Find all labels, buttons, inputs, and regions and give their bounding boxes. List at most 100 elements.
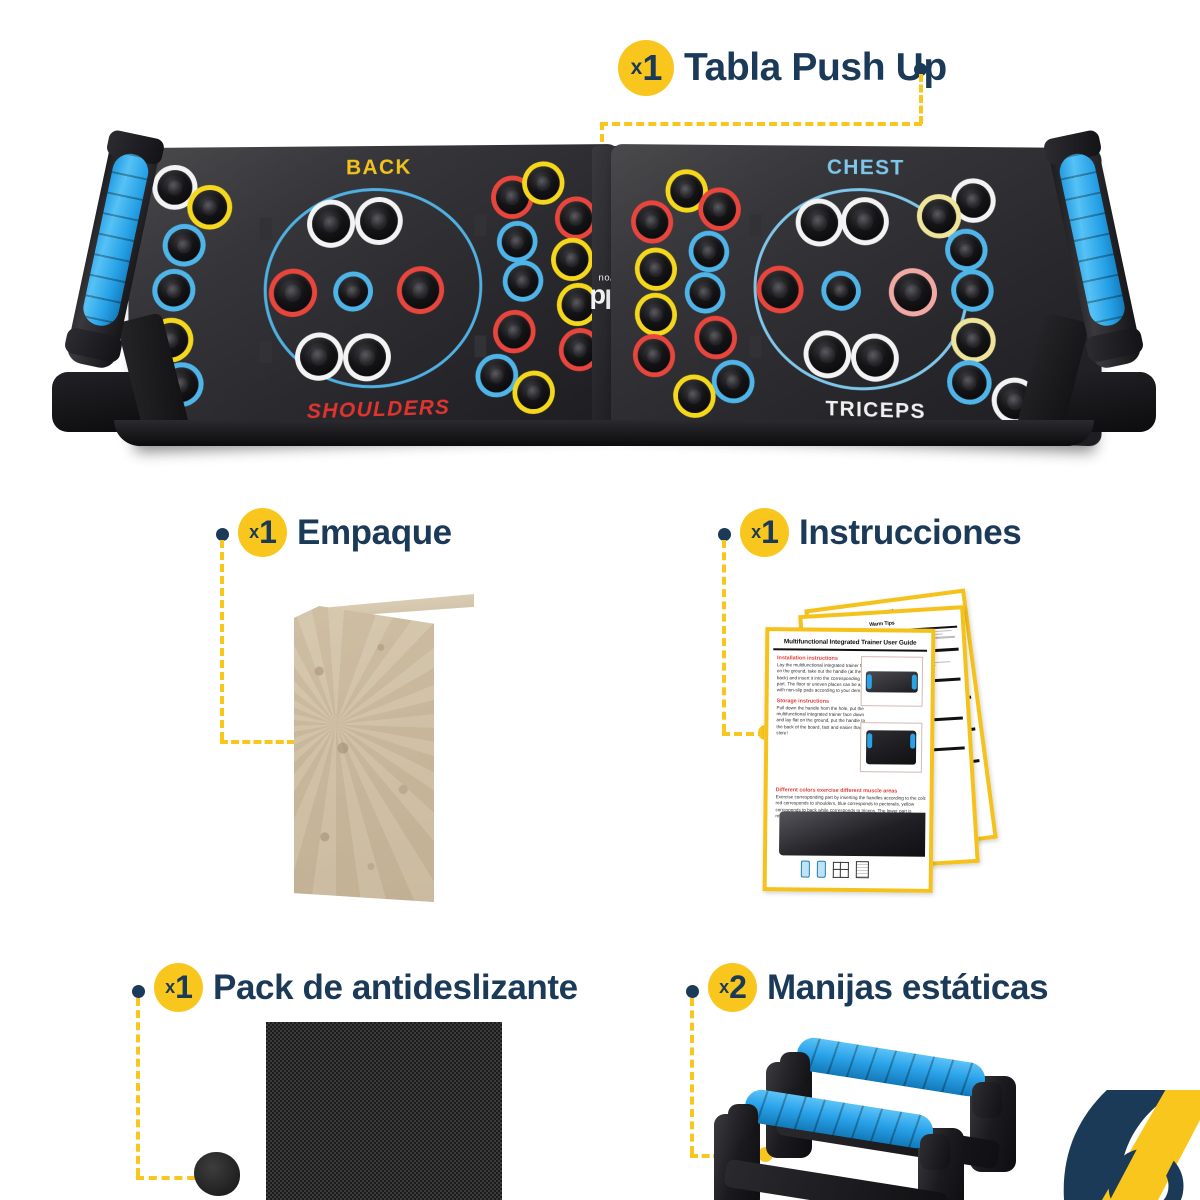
qty-prefix: x [630, 56, 643, 79]
board-left-panel: BACK SHOULDERS [128, 144, 619, 447]
qty-value: 1 [761, 514, 779, 550]
callout-label-board: Tabla Push Up [684, 46, 947, 89]
push-up-board: BACK SHOULDERS [44, 124, 1164, 464]
qty-prefix: x [249, 522, 259, 542]
board-hole [689, 276, 721, 310]
connector-manual-h [722, 732, 766, 736]
connector-packaging-v [220, 540, 224, 740]
connector-manual-v [722, 540, 726, 732]
board-hole [956, 322, 991, 358]
callout-label-handles: Manijas estáticas [767, 967, 1049, 1007]
board-hole [893, 272, 932, 312]
instruction-sheets: Warm Tips [762, 588, 998, 896]
zone-label-chest: CHEST [826, 155, 905, 180]
handle-icon [800, 860, 810, 878]
grid-icon [832, 861, 849, 879]
sheet-section-heading: Storage instructions [776, 697, 830, 705]
board-hole [507, 264, 539, 298]
board-hole [952, 364, 987, 401]
board-hole [559, 201, 593, 236]
board-hole [639, 297, 673, 332]
board-hole [703, 192, 737, 227]
connector-antislip-h [136, 1176, 208, 1180]
antislip-rubber-disc [194, 1152, 240, 1196]
board-hole [497, 314, 531, 349]
board-hole [167, 228, 201, 262]
board-hole [808, 334, 847, 374]
board-hole [800, 203, 839, 242]
board-hole [921, 198, 957, 234]
grip-cap-left [780, 1052, 810, 1088]
sheet-text-column: Installation instructions Lay the multif… [776, 651, 872, 737]
qty-value: 1 [259, 514, 277, 550]
document-icon [855, 861, 869, 879]
sheet-content: Multifunctional Integrated Trainer User … [770, 635, 928, 885]
callout-label-manual: Instrucciones [799, 512, 1022, 552]
connector-board-v1 [919, 74, 923, 124]
sheet-title: Multifunctional Integrated Trainer User … [773, 635, 928, 652]
board-hole [699, 320, 733, 355]
box-front-face [294, 606, 434, 902]
qty-prefix: x [719, 977, 729, 997]
qty-prefix: x [165, 977, 175, 997]
board-hole [670, 174, 704, 208]
board-hole [639, 252, 673, 287]
sheet-thumbnail-installation [860, 656, 924, 707]
handle-icon [816, 860, 826, 878]
board-hole [157, 273, 191, 307]
callout-label-packaging: Empaque [297, 512, 452, 552]
grip-cap-right [920, 1134, 950, 1170]
antislip-pad [266, 1022, 502, 1200]
board-hole [716, 364, 750, 399]
callout-anchor-dot-manual [718, 528, 731, 541]
connector-antislip-v [136, 998, 140, 1176]
zone-label-back: BACK [346, 155, 412, 180]
qty-value: 2 [729, 969, 747, 1005]
sheet-icon-row [800, 860, 869, 879]
qty-prefix: x [751, 522, 761, 542]
instruction-sheet-front: Multifunctional Integrated Trainer User … [762, 627, 936, 893]
ring-notch [749, 335, 762, 358]
board-hole [950, 233, 983, 267]
callout-anchor-dot-packaging [216, 528, 229, 541]
ring-notch [259, 340, 272, 364]
board-hole [956, 183, 991, 219]
grip-cap-right [972, 1082, 1002, 1118]
connector-board-h [600, 122, 922, 126]
board-hole [526, 166, 560, 201]
board-hole [846, 201, 884, 241]
board-hole [495, 180, 529, 215]
static-handles-pair [714, 1035, 1054, 1200]
static-handle [766, 1035, 1016, 1172]
board-hole [956, 274, 989, 308]
callout-anchor-dot-board [914, 63, 927, 76]
callout-anchor-dot-antislip [132, 985, 145, 998]
brand-mark-icon [1063, 1090, 1200, 1200]
board-hole [192, 189, 228, 225]
board-hole [517, 375, 551, 410]
ring-notch [474, 214, 487, 237]
ring-notch [749, 214, 762, 237]
grip-cap-left [728, 1104, 758, 1140]
board-hole [855, 338, 894, 378]
sheet-thumbnail-storage [859, 722, 923, 773]
board-hole [480, 358, 514, 393]
callout-label-antislip: Pack de antideslizante [213, 967, 578, 1007]
board-hole [826, 275, 856, 307]
board-bottom-lip [114, 420, 1094, 446]
board-hole [637, 338, 671, 373]
sheet-product-photo [778, 811, 928, 857]
handle-foam-grip [794, 1035, 988, 1099]
board-hole [555, 242, 589, 277]
qty-value: 1 [175, 969, 193, 1005]
